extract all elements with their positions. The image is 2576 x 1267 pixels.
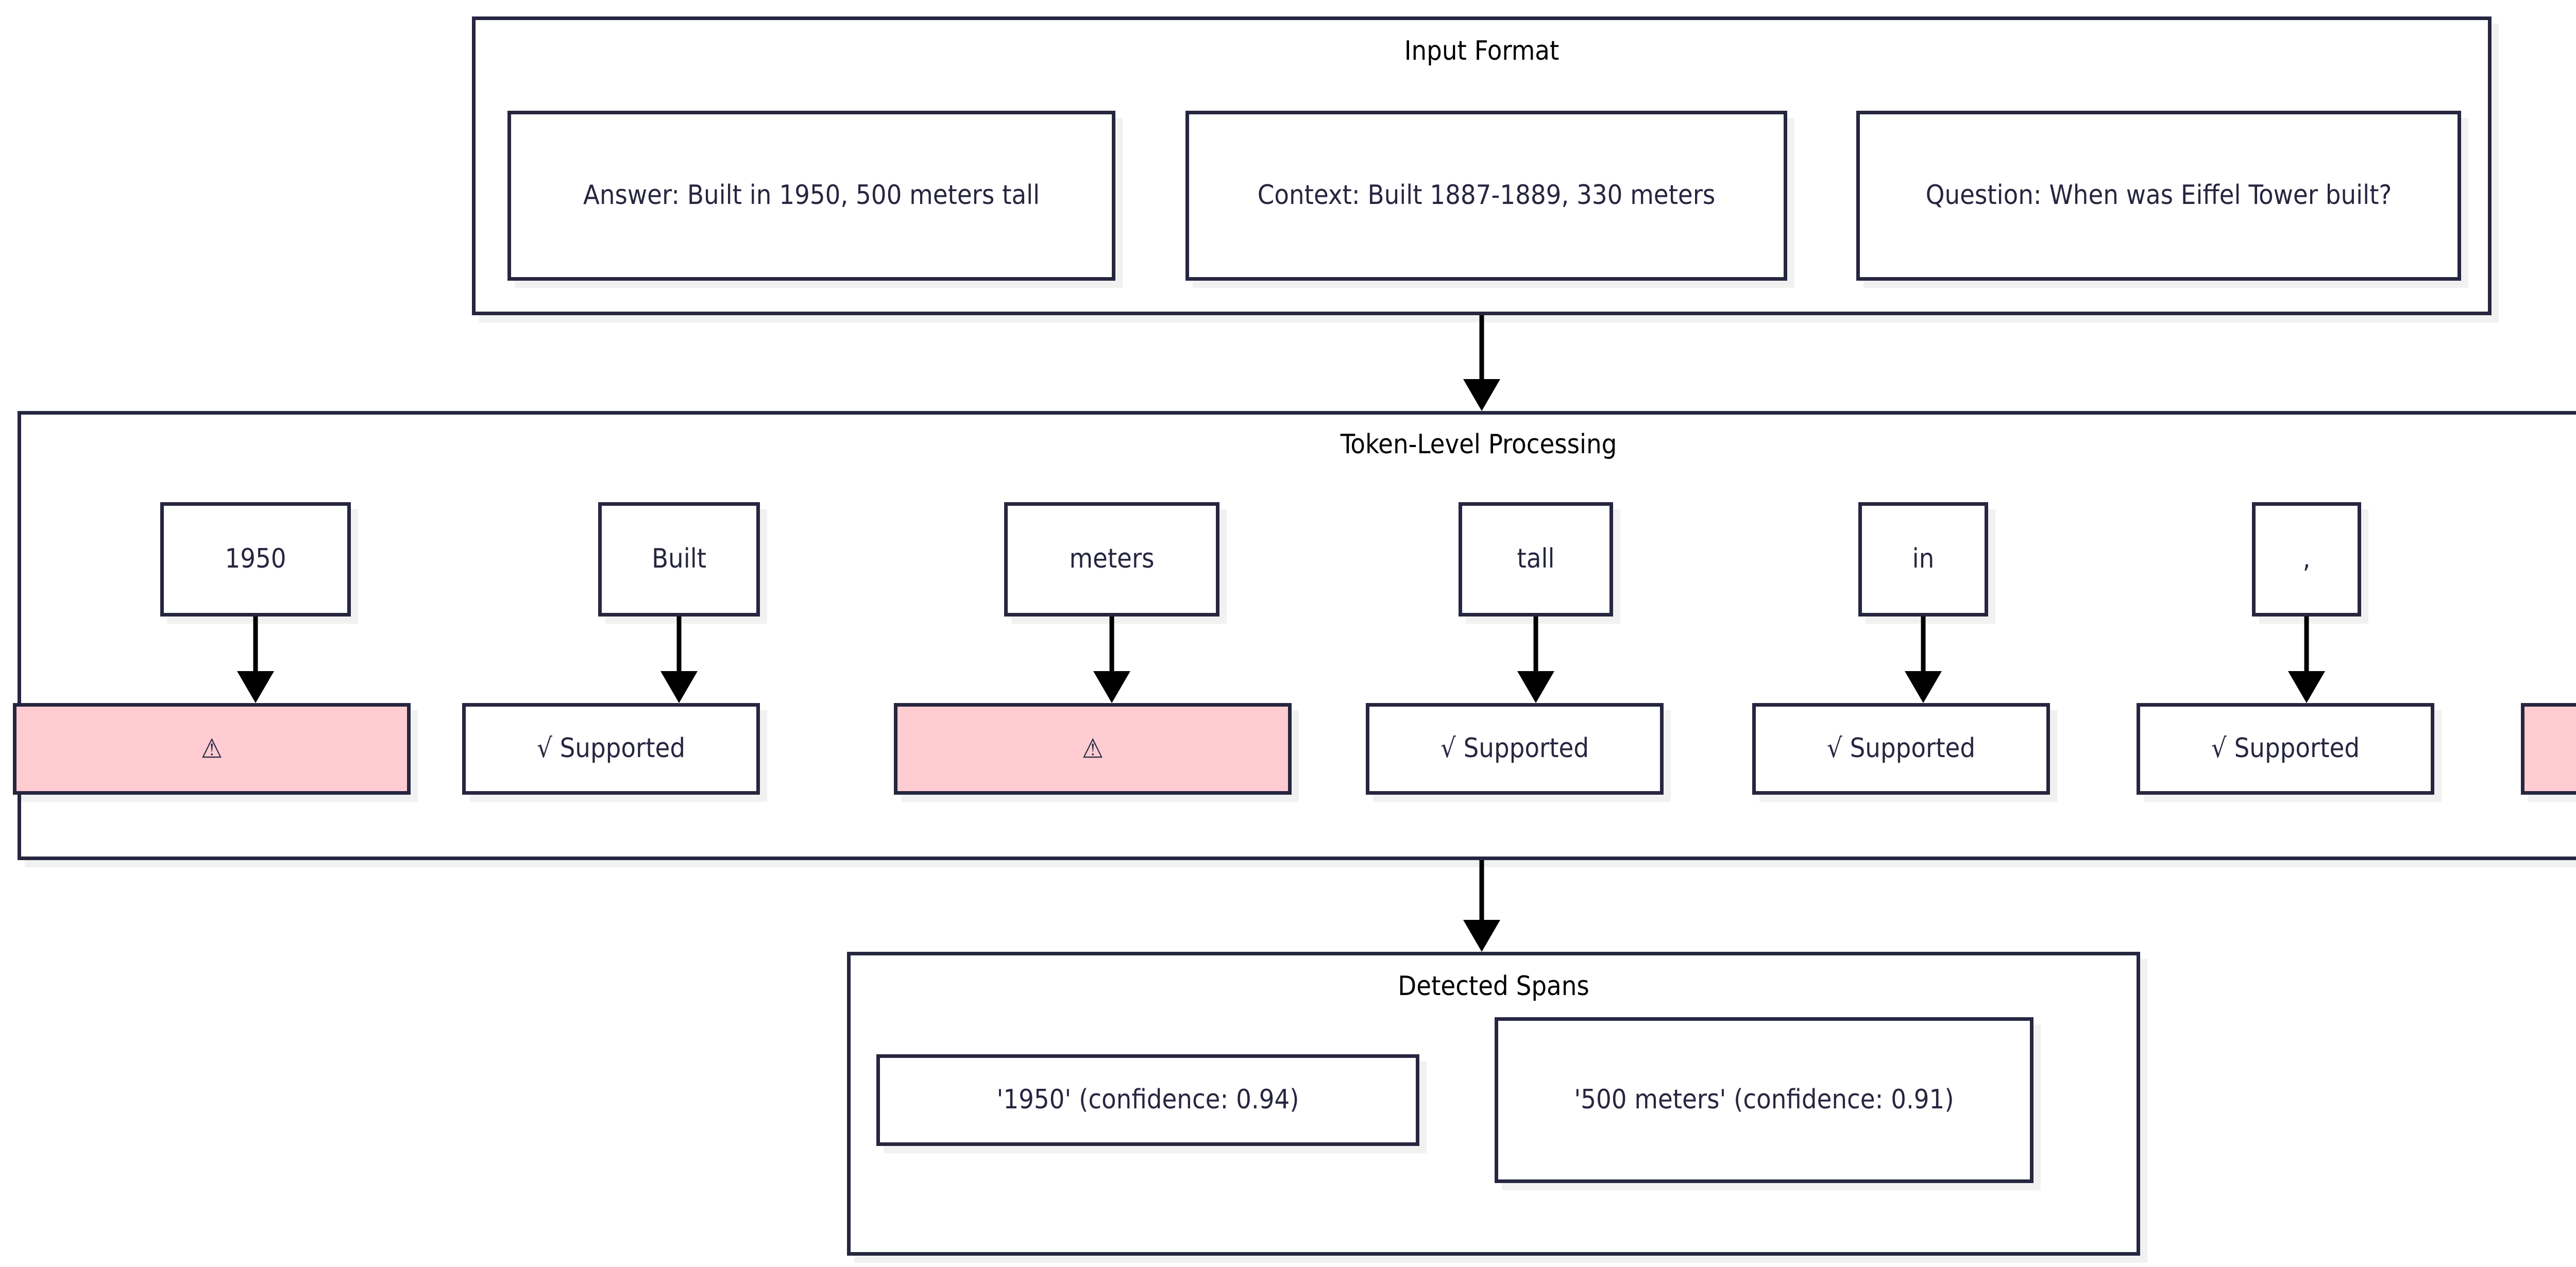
subgraph-token-processing: Token-Level Processing 1950 Built meters… — [13, 411, 2576, 860]
subgraph-detected-spans: Detected Spans '1950' (confidence: 0.94)… — [847, 952, 2140, 1256]
arrow-shaft — [1533, 617, 1538, 674]
span-label: '500 meters' (confidence: 0.91) — [1574, 1084, 1954, 1116]
span-box-1[interactable]: '500 meters' (confidence: 0.91) — [1495, 1017, 2033, 1183]
subgraph-title-token-processing: Token-Level Processing — [1340, 429, 1617, 460]
token-label: , — [2302, 543, 2311, 575]
arrow-shaft — [1921, 617, 1926, 674]
warning-icon: ⚠ — [201, 733, 223, 764]
arrow-input-to-tokens — [1461, 315, 1502, 411]
arrow-head — [2288, 671, 2325, 703]
arrow-head — [237, 671, 274, 703]
input-node-context-label: Context: Built 1887-1889, 330 meters — [1257, 180, 1716, 211]
token-box-0[interactable]: 1950 — [160, 502, 351, 617]
arrow-shaft — [676, 617, 682, 674]
subgraph-title-detected-spans: Detected Spans — [1398, 971, 1589, 1002]
status-box-6[interactable]: ⚠ — [2521, 703, 2576, 795]
token-label: 1950 — [225, 543, 286, 575]
input-node-context[interactable]: Context: Built 1887-1889, 330 meters — [1185, 111, 1787, 281]
token-label: tall — [1517, 543, 1555, 575]
token-box-5[interactable]: , — [2252, 502, 2361, 617]
arrow-head — [1463, 920, 1500, 952]
token-box-1[interactable]: Built — [598, 502, 760, 617]
arrow-head — [1905, 671, 1942, 703]
token-label: in — [1912, 543, 1935, 575]
arrow-token-1-to-status — [658, 617, 700, 703]
status-box-0[interactable]: ⚠ — [13, 703, 411, 795]
token-box-2[interactable]: meters — [1004, 502, 1219, 617]
status-label: √ Supported — [536, 733, 686, 764]
status-box-2[interactable]: ⚠ — [894, 703, 1292, 795]
status-box-3[interactable]: √ Supported — [1366, 703, 1664, 795]
input-node-answer-label: Answer: Built in 1950, 500 meters tall — [583, 180, 1040, 211]
input-node-question-label: Question: When was Eiffel Tower built? — [1925, 180, 2392, 211]
subgraph-title-input-format: Input Format — [1404, 36, 1560, 66]
arrow-shaft — [1109, 617, 1114, 674]
arrow-shaft — [253, 617, 258, 674]
arrow-shaft — [1479, 860, 1484, 923]
arrow-token-4-to-status — [1903, 617, 1944, 703]
arrow-head — [660, 671, 698, 703]
arrow-token-5-to-status — [2286, 617, 2327, 703]
status-box-1[interactable]: √ Supported — [462, 703, 760, 795]
span-label: '1950' (confidence: 0.94) — [996, 1084, 1299, 1116]
arrow-tokens-to-spans — [1461, 860, 1502, 952]
arrow-shaft — [2304, 617, 2309, 674]
status-label: √ Supported — [1440, 733, 1589, 764]
token-label: Built — [651, 543, 707, 575]
status-label: √ Supported — [2211, 733, 2360, 764]
input-node-question[interactable]: Question: When was Eiffel Tower built? — [1856, 111, 2461, 281]
token-box-3[interactable]: tall — [1459, 502, 1613, 617]
arrow-head — [1517, 671, 1554, 703]
token-label: meters — [1069, 543, 1155, 575]
status-box-4[interactable]: √ Supported — [1752, 703, 2050, 795]
subgraph-input-format: Input Format Answer: Built in 1950, 500 … — [472, 16, 2492, 315]
token-box-4[interactable]: in — [1858, 502, 1988, 617]
status-box-5[interactable]: √ Supported — [2137, 703, 2434, 795]
arrow-token-0-to-status — [235, 617, 276, 703]
input-node-answer[interactable]: Answer: Built in 1950, 500 meters tall — [507, 111, 1115, 281]
arrow-token-2-to-status — [1091, 617, 1132, 703]
warning-icon: ⚠ — [1082, 733, 1104, 764]
span-box-0[interactable]: '1950' (confidence: 0.94) — [876, 1054, 1419, 1146]
arrow-token-3-to-status — [1515, 617, 1556, 703]
arrow-head — [1093, 671, 1130, 703]
status-label: √ Supported — [1826, 733, 1976, 764]
arrow-head — [1463, 379, 1500, 411]
arrow-shaft — [1479, 315, 1484, 382]
